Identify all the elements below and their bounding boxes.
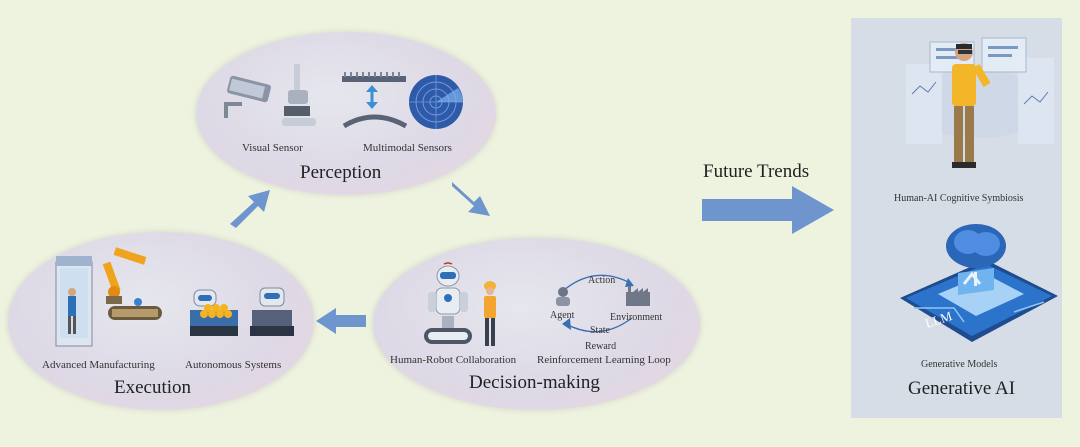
brain-chip-icon [900, 224, 1058, 342]
person-icon [952, 43, 991, 168]
radar-icon [409, 75, 463, 129]
execution-title: Execution [114, 377, 192, 398]
hrc-label: Human-Robot Collaboration [390, 354, 517, 366]
symbiosis-label: Human-AI Cognitive Symbiosis [894, 193, 1024, 204]
arrow-perception-to-decision [452, 182, 490, 216]
camera-icon [224, 75, 271, 118]
arrow-execution-to-perception [230, 190, 270, 228]
future-trends-arrow [702, 186, 834, 234]
rl-state-label: State [590, 325, 610, 336]
multimodal-sensor-icon [342, 72, 408, 129]
manufacturing-cell-icon [55, 256, 93, 347]
factory-icon [626, 286, 650, 306]
rl-reward-label: Reward [585, 341, 617, 352]
visual-sensor-label: Visual Sensor [242, 142, 303, 154]
visual-sensor-icon [282, 64, 316, 126]
rl-action-label: Action [588, 275, 616, 286]
rl-agent-label: Agent [550, 310, 575, 321]
autonomous-vehicle-icon [250, 287, 294, 336]
arrow-decision-to-execution [316, 308, 366, 334]
generative-ai-title: Generative AI [908, 378, 1016, 399]
robot-icon [424, 262, 472, 344]
generative-models-label: Generative Models [921, 359, 998, 370]
multimodal-sensors-label: Multimodal Sensors [363, 142, 452, 154]
autonomous-systems-label: Autonomous Systems [185, 359, 282, 371]
rl-loop-label: Reinforcement Learning Loop [537, 354, 671, 366]
worker-icon [484, 281, 496, 346]
decision-ellipse [373, 238, 700, 410]
autonomous-robot-icon [190, 289, 238, 336]
perception-title: Perception [300, 162, 382, 183]
robot-arm-icon [102, 247, 162, 320]
agent-icon [556, 287, 570, 306]
decision-title: Decision-making [469, 372, 600, 393]
rl-loop-cycle [562, 274, 634, 333]
advanced-manufacturing-label: Advanced Manufacturing [42, 359, 155, 371]
rl-environment-label: Environment [610, 312, 663, 323]
future-trends-label: Future Trends [703, 161, 810, 182]
